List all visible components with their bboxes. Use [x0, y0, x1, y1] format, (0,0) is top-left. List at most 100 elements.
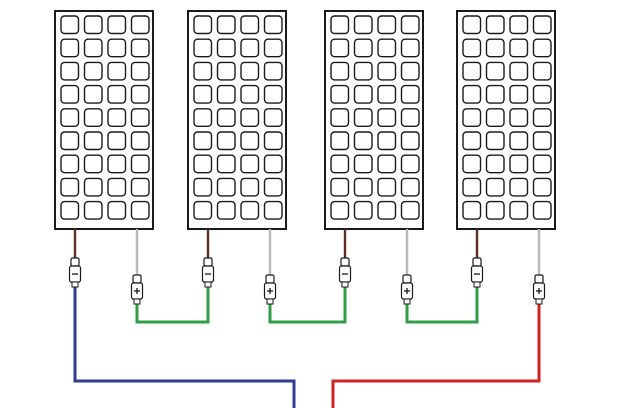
solar-cell — [462, 154, 482, 174]
connector-tail — [473, 281, 481, 288]
solar-cell — [330, 61, 350, 81]
solar-cell — [330, 131, 350, 151]
solar-cell — [193, 131, 213, 151]
solar-cell — [509, 108, 529, 128]
solar-cell — [353, 84, 373, 104]
jumper-wire-3 — [405, 287, 479, 324]
solar-cell — [60, 154, 80, 174]
solar-cell — [462, 177, 482, 197]
solar-cell — [353, 200, 373, 220]
solar-cell — [330, 154, 350, 174]
solar-cell — [60, 84, 80, 104]
solar-panel-3 — [324, 10, 424, 230]
solar-cell — [330, 38, 350, 58]
solar-cell — [60, 131, 80, 151]
solar-cell — [509, 177, 529, 197]
solar-cell — [532, 108, 552, 128]
panels-layer — [54, 10, 556, 230]
solar-cell — [83, 38, 103, 58]
solar-cell — [60, 61, 80, 81]
solar-cell — [263, 84, 283, 104]
solar-cell — [509, 15, 529, 35]
solar-cell — [263, 154, 283, 174]
positive-connector-panel-4 — [532, 229, 546, 305]
solar-cell — [400, 15, 420, 35]
solar-cell — [107, 154, 127, 174]
solar-cell — [377, 38, 397, 58]
solar-cell — [485, 84, 505, 104]
solar-cell — [240, 200, 260, 220]
solar-cell — [130, 15, 150, 35]
solar-cell — [400, 84, 420, 104]
connector-tail — [341, 281, 349, 288]
solar-cell — [353, 108, 373, 128]
negative-connector-panel-2 — [201, 229, 215, 288]
solar-cell — [330, 84, 350, 104]
solar-cell — [532, 154, 552, 174]
connector-housing — [132, 274, 142, 284]
solar-cell — [107, 15, 127, 35]
solar-cell — [532, 200, 552, 220]
solar-cell — [240, 61, 260, 81]
solar-cell — [377, 154, 397, 174]
negative-connector-panel-3 — [338, 229, 352, 288]
solar-cell — [330, 108, 350, 128]
positive-connector-panel-2 — [263, 229, 277, 305]
connector-housing — [472, 257, 482, 267]
solar-cell — [193, 84, 213, 104]
solar-cell — [107, 131, 127, 151]
solar-cell — [130, 200, 150, 220]
connector-housing — [70, 257, 80, 267]
solar-cell — [377, 84, 397, 104]
solar-cell — [400, 131, 420, 151]
solar-cell — [83, 154, 103, 174]
solar-cell — [485, 154, 505, 174]
solar-cell — [130, 177, 150, 197]
solar-cell — [216, 38, 236, 58]
solar-cell — [83, 15, 103, 35]
solar-cell — [400, 61, 420, 81]
solar-cell — [193, 15, 213, 35]
connector-tail — [71, 281, 79, 288]
solar-cell — [193, 154, 213, 174]
connector-tail — [403, 298, 411, 305]
positive-connector-panel-1 — [130, 229, 144, 305]
solar-cell — [400, 154, 420, 174]
positive-connector-panel-3 — [400, 229, 414, 305]
solar-cell — [485, 38, 505, 58]
solar-cell — [532, 61, 552, 81]
solar-cell — [263, 200, 283, 220]
solar-cell — [216, 131, 236, 151]
solar-cell — [485, 200, 505, 220]
negative-connector-panel-4 — [470, 229, 484, 288]
solar-cell — [509, 38, 529, 58]
solar-cell — [193, 61, 213, 81]
solar-panel-2 — [187, 10, 287, 230]
solar-cell — [107, 200, 127, 220]
solar-cell — [263, 15, 283, 35]
solar-panel-1 — [54, 10, 154, 230]
solar-cell — [60, 108, 80, 128]
solar-cell — [485, 61, 505, 81]
solar-cell — [330, 15, 350, 35]
solar-cell — [60, 15, 80, 35]
solar-cell — [532, 131, 552, 151]
solar-cell — [532, 177, 552, 197]
solar-cell — [130, 131, 150, 151]
connector-housing — [402, 274, 412, 284]
solar-cell — [240, 38, 260, 58]
solar-cell — [509, 200, 529, 220]
solar-cell — [240, 177, 260, 197]
solar-cell — [377, 200, 397, 220]
solar-cell — [485, 131, 505, 151]
solar-cell — [83, 200, 103, 220]
solar-cell — [216, 84, 236, 104]
connector-housing — [265, 274, 275, 284]
solar-cell — [462, 108, 482, 128]
wires-layer — [73, 287, 541, 408]
solar-cell — [509, 61, 529, 81]
solar-cell — [353, 154, 373, 174]
solar-cell — [193, 200, 213, 220]
connector-tail — [204, 281, 212, 288]
